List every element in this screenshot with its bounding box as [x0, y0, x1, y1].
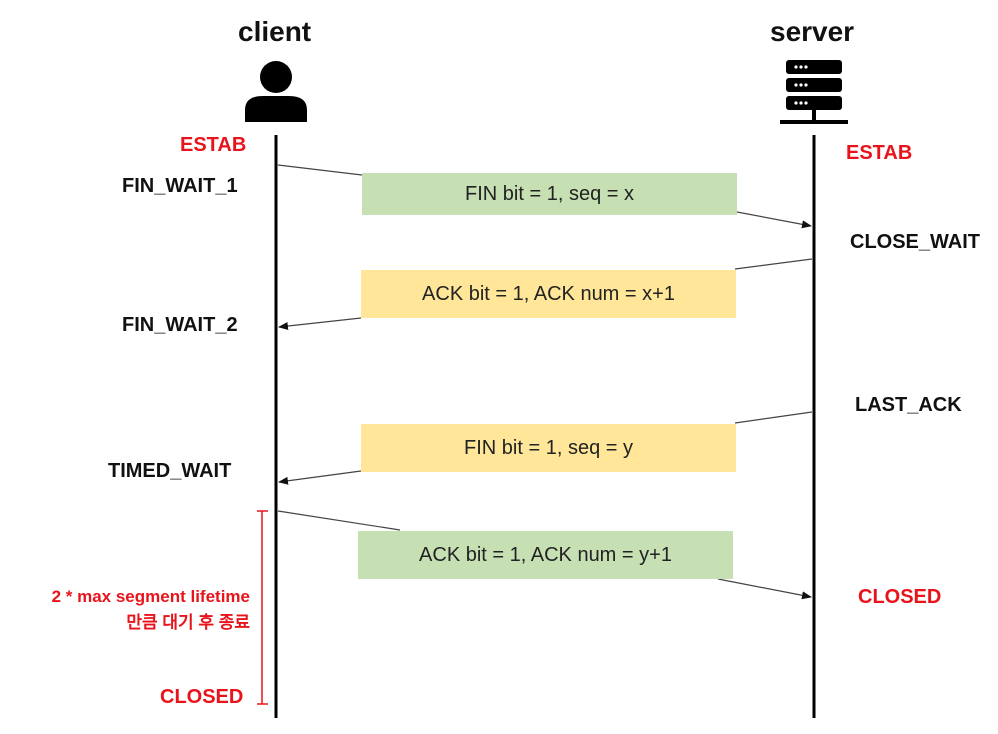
- client-state-fin-wait-1: FIN_WAIT_1: [122, 175, 238, 197]
- client-state-timed-wait: TIMED_WAIT: [108, 460, 232, 482]
- server-state-close-wait: CLOSE_WAIT: [850, 231, 981, 253]
- message-2-box: ACK bit = 1, ACK num = x+1: [361, 270, 736, 318]
- server-state-closed: CLOSED: [858, 586, 942, 608]
- wait-interval-bracket: [257, 510, 268, 705]
- client-state-fin-wait-2: FIN_WAIT_2: [122, 314, 238, 336]
- message-4-line-end: [717, 578, 812, 600]
- message-4-line-start: [277, 510, 401, 531]
- message-3-line-end: [278, 470, 362, 485]
- message-1-line-start: [277, 164, 363, 176]
- wait-note-line-1: 2 * max segment lifetime: [51, 587, 250, 606]
- server-state-last-ack: LAST_ACK: [855, 394, 962, 416]
- message-3-box: FIN bit = 1, seq = y: [361, 424, 736, 472]
- message-3-line-start: [734, 411, 813, 424]
- wait-note: 2 * max segment lifetime 만큼 대기 후 종료: [52, 584, 250, 636]
- message-2-line-end: [278, 317, 362, 330]
- client-state-closed: CLOSED: [160, 686, 244, 708]
- server-title: server: [770, 16, 855, 47]
- message-2-line-start: [734, 258, 813, 270]
- client-title: client: [238, 16, 312, 47]
- server-icon: [780, 60, 848, 124]
- message-1-box: FIN bit = 1, seq = x: [362, 173, 737, 215]
- client-state-estab: ESTAB: [180, 134, 247, 156]
- person-icon: [245, 61, 307, 122]
- wait-note-line-2: 만큼 대기 후 종료: [126, 613, 250, 632]
- message-1-line-end: [736, 211, 812, 229]
- server-state-estab: ESTAB: [846, 142, 913, 164]
- message-4-box: ACK bit = 1, ACK num = y+1: [358, 531, 733, 579]
